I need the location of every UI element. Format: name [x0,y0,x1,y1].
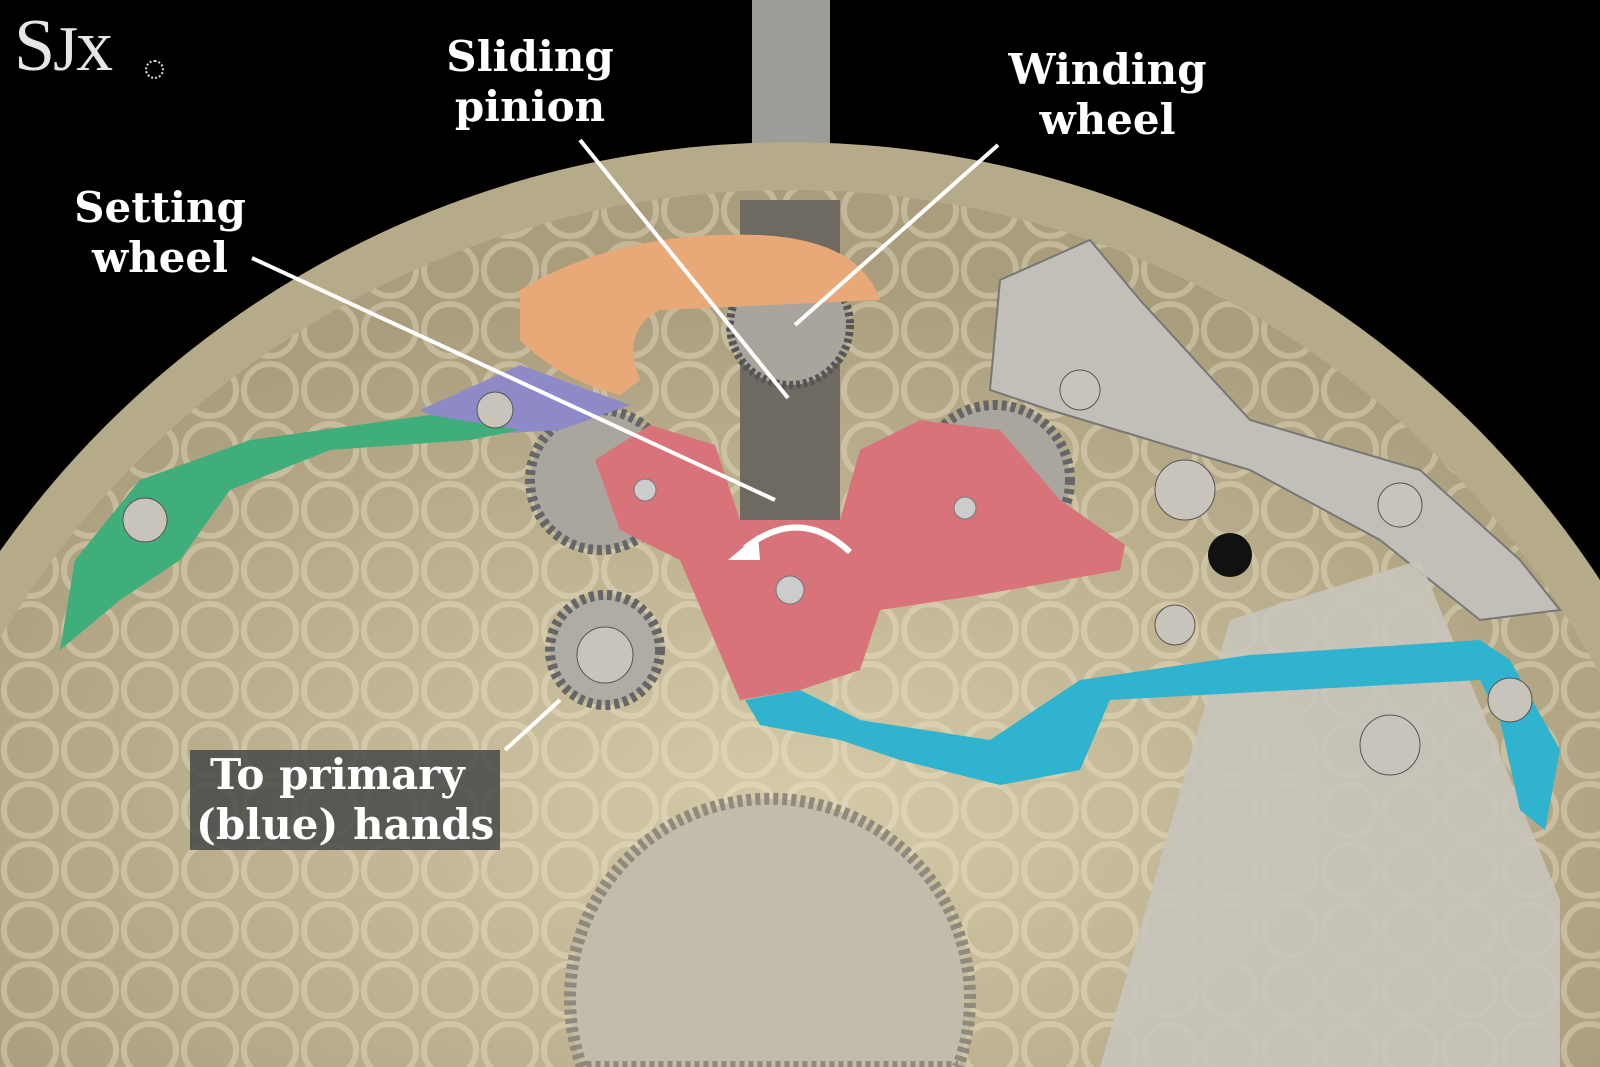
screw [1377,482,1423,528]
green-part [60,415,520,650]
screw [1059,369,1101,411]
label-line: Sliding [446,32,614,81]
blue-part [745,640,1560,830]
screw [1154,459,1216,521]
screw [1359,714,1421,776]
sjx-logo: SJx [14,5,113,87]
label-sliding-pinion: Sliding pinion [430,32,630,132]
label-line: pinion [454,82,606,131]
leader-line-winding-wheel [793,143,1000,327]
label-line: To primary [210,750,465,799]
label-line: (blue) hands [196,800,495,849]
label-to-primary-hands: To primary (blue) hands [190,750,501,850]
purple-part [420,365,630,435]
pivot [953,496,977,520]
orange-part [520,234,880,395]
screw [1487,677,1533,723]
label-line: Setting [74,183,246,232]
screw [122,497,168,543]
pink-part [595,420,1125,700]
hole [1208,533,1252,577]
label-setting-wheel: Setting wheel [70,183,250,283]
leader-line-sliding-pinion [578,138,790,400]
pivot [775,575,805,605]
label-line: wheel [91,233,229,282]
screw [1154,604,1196,646]
arrow-head [728,535,760,560]
logo-dot-icon [145,60,164,79]
pivot [633,478,657,502]
leader-line-primary-hands [503,698,562,752]
leader-line-setting-wheel [251,256,776,502]
screw [476,391,514,429]
steel-lever [988,238,1562,622]
label-line: wheel [1039,95,1176,144]
gear [564,792,976,1067]
screw [576,626,634,684]
label-line: Winding [1008,45,1207,94]
label-winding-wheel: Winding wheel [1000,45,1215,145]
